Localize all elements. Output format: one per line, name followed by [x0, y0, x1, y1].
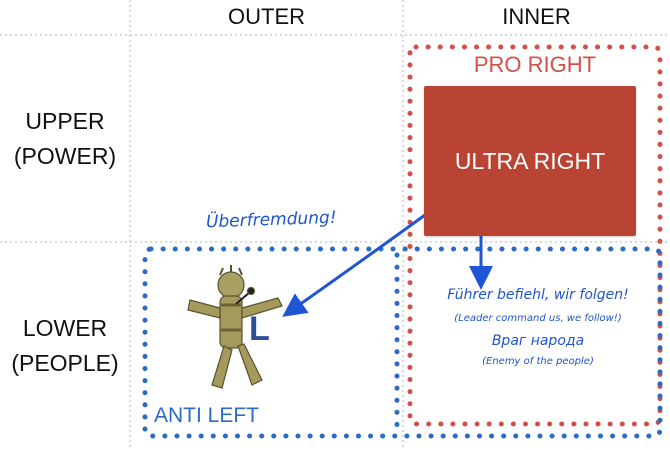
lower-blue-border [142, 246, 663, 439]
leader-translation: (Leader command us, we follow!) [454, 313, 622, 324]
column-header-inner: INNER [502, 4, 571, 29]
fuehrer-annotation: Führer befiehl, wir folgen! [447, 287, 629, 303]
arrow-to-doll [282, 205, 437, 317]
enemy-translation: (Enemy of the people) [482, 356, 594, 367]
ultra-right-label: ULTRA RIGHT [454, 147, 606, 174]
doll-letter-label: L [249, 310, 270, 348]
row-label-upper: UPPER (POWER) [0, 104, 130, 174]
row-label-lower: LOWER (PEOPLE) [0, 311, 130, 381]
column-header-outer: OUTER [228, 4, 305, 29]
row-label-lower-line2: (PEOPLE) [11, 350, 119, 376]
pro-right-border [407, 44, 663, 427]
row-label-lower-line1: LOWER [22, 315, 108, 341]
pro-right-label: PRO RIGHT [473, 52, 597, 77]
vrag-annotation: Враг народа [491, 333, 585, 349]
ultra-right-box: ULTRA RIGHT [424, 86, 636, 236]
row-label-upper-line1: UPPER [25, 108, 105, 134]
voodoo-doll-icon [187, 265, 283, 389]
row-label-upper-line2: (POWER) [13, 143, 117, 169]
anti-left-label: ANTI LEFT [154, 404, 260, 427]
